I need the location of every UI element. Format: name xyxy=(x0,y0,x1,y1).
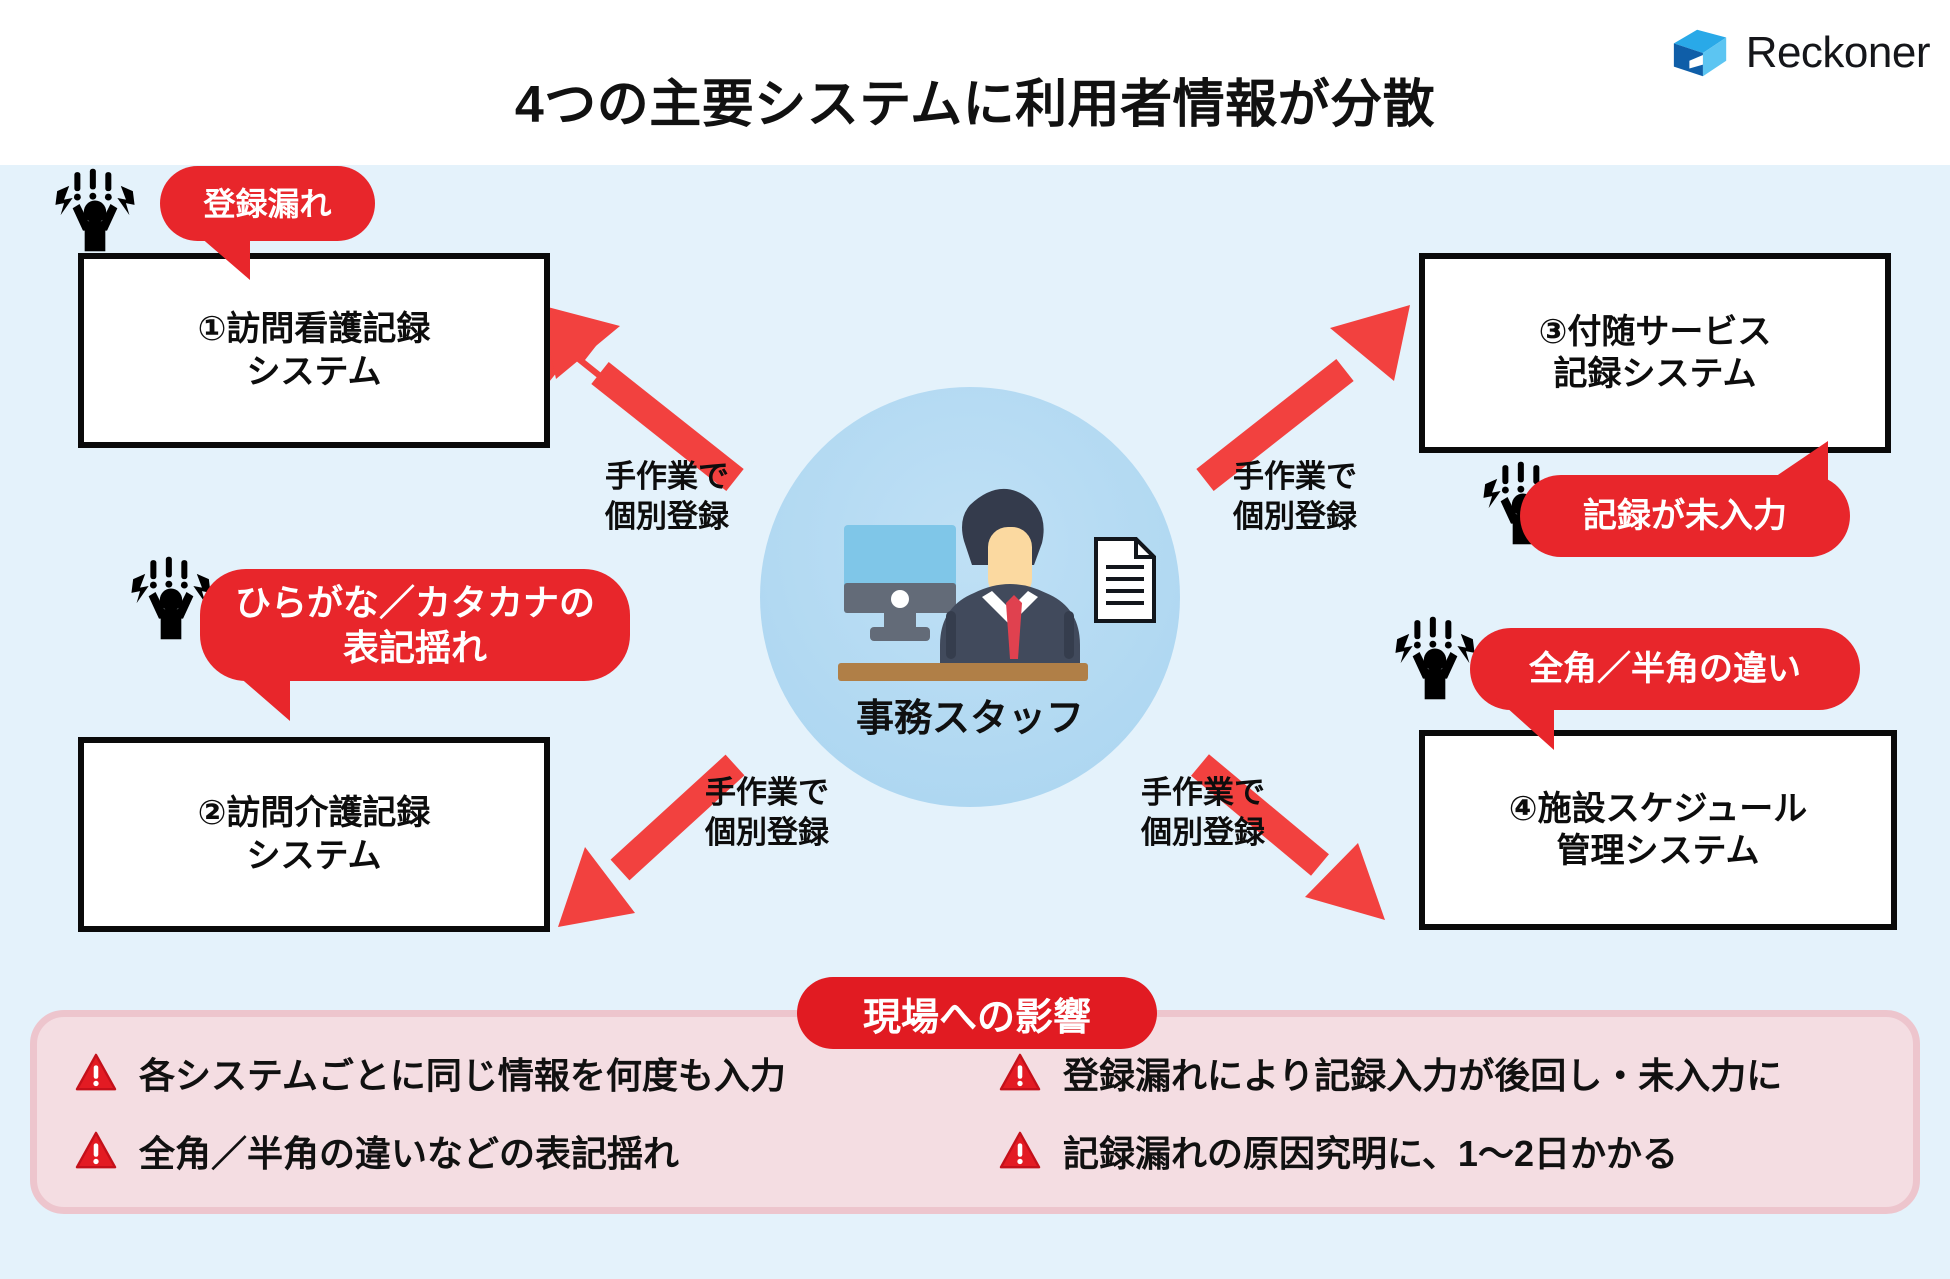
impact-item: 記録漏れの原因究明に、1〜2日かかる xyxy=(999,1125,1913,1177)
header: 4つの主要システムに利用者情報が分散 Reckoner xyxy=(0,0,1950,165)
impact-text: 登録漏れにより記録入力が後回し・未入力に xyxy=(1063,1055,1783,1096)
impact-item: 各システムごとに同じ情報を何度も入力 xyxy=(75,1047,989,1099)
warning-icon xyxy=(999,1053,1041,1091)
badge-kana-variation: ひらがな／カタカナの 表記揺れ xyxy=(200,569,630,721)
diagram-canvas: 事務スタッフ ①訪問看護記録 システム ②訪問介護記録 システム ③付随サービス… xyxy=(0,165,1950,1279)
impact-column-left: 各システムごとに同じ情報を何度も入力 全角／半角の違いなどの表記揺れ xyxy=(37,1017,989,1207)
arrow-label-1: 手作業で 個別登録 xyxy=(605,459,729,535)
brand-logo: Reckoner xyxy=(1670,22,1931,84)
impact-column-right: 登録漏れにより記録入力が後回し・未入力に 記録漏れの原因究明に、1〜2日かかる xyxy=(989,1017,1913,1207)
system-box-3[interactable]: ③付随サービス 記録システム xyxy=(1419,253,1891,453)
angry-person-icon-4 xyxy=(1395,616,1475,700)
arrow-label-4: 手作業で 個別登録 xyxy=(1141,775,1265,851)
badge-label: 全角／半角の違い xyxy=(1529,649,1801,688)
logo-text: Reckoner xyxy=(1745,28,1931,77)
page-title: 4つの主要システムに利用者情報が分散 xyxy=(514,76,1436,134)
center-hub xyxy=(760,387,1180,807)
warning-icon xyxy=(999,1131,1041,1169)
impact-text: 全角／半角の違いなどの表記揺れ xyxy=(139,1133,680,1174)
badge-record-not-entered: 記録が未入力 xyxy=(1520,441,1850,557)
impact-section-header: 現場への影響 xyxy=(797,977,1157,1049)
badge-label: 登録漏れ xyxy=(203,185,332,222)
badge-registration-omission: 登録漏れ xyxy=(160,166,375,280)
badge-tail xyxy=(192,230,250,280)
badge-label: 記録が未入力 xyxy=(1583,496,1787,535)
impact-text: 各システムごとに同じ情報を何度も入力 xyxy=(139,1055,786,1096)
center-label: 事務スタッフ xyxy=(855,698,1084,740)
impact-text: 記録漏れの原因究明に、1〜2日かかる xyxy=(1063,1133,1678,1174)
badge-tail xyxy=(1766,441,1828,483)
warning-icon xyxy=(75,1131,117,1169)
warning-icon xyxy=(75,1053,117,1091)
reckoner-logo-icon xyxy=(1670,22,1732,84)
system-box-2[interactable]: ②訪問介護記録 システム xyxy=(78,737,550,932)
badge-tail xyxy=(1496,698,1554,750)
angry-person-icon-1 xyxy=(55,168,135,252)
angry-person-icon-2 xyxy=(131,556,211,640)
system-box-4[interactable]: ④施設スケジュール 管理システム xyxy=(1419,730,1897,930)
office-staff-illustration xyxy=(838,488,1156,681)
impact-item: 登録漏れにより記録入力が後回し・未入力に xyxy=(999,1047,1913,1099)
system-box-1[interactable]: ①訪問看護記録 システム xyxy=(78,253,550,448)
badge-tail xyxy=(230,669,290,721)
badge-label: ひらがな／カタカナの 表記揺れ xyxy=(234,582,595,668)
impact-item: 全角／半角の違いなどの表記揺れ xyxy=(75,1125,989,1177)
arrow-label-3: 手作業で 個別登録 xyxy=(705,775,829,851)
arrow-label-2: 手作業で 個別登録 xyxy=(1233,459,1357,535)
badge-width-difference: 全角／半角の違い xyxy=(1470,628,1860,750)
